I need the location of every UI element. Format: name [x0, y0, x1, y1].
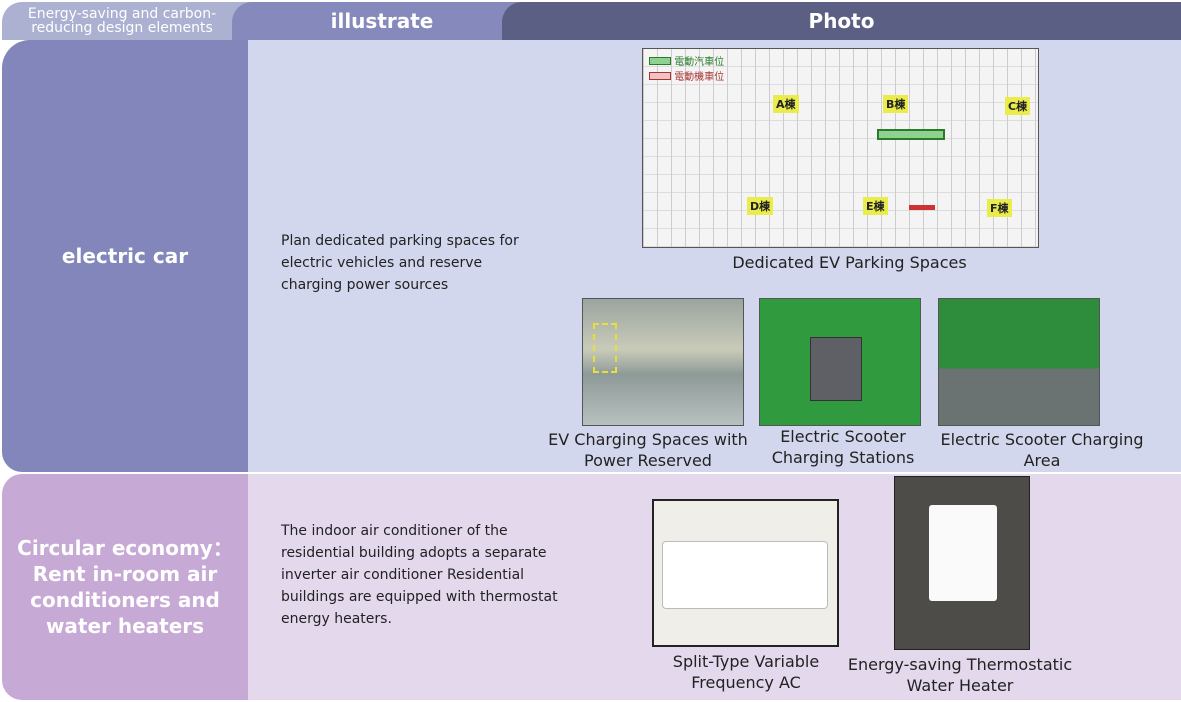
- caption-scooter-station: Electric Scooter Charging Stations: [771, 427, 915, 467]
- ev-scooter-area: [909, 205, 935, 210]
- row-description: Plan dedicated parking spaces for electr…: [281, 233, 519, 293]
- ev-car-area: [877, 129, 945, 140]
- ev-charging-photo: [582, 298, 744, 426]
- caption-ev-charging: EV Charging Spaces with Power Reserved: [548, 430, 748, 470]
- scooter-station-photo: [759, 298, 921, 426]
- caption-ev-parking: Dedicated EV Parking Spaces: [732, 253, 967, 272]
- ac-unit: [662, 541, 828, 609]
- water-heater-photo: [894, 476, 1030, 650]
- charging-box: [810, 337, 862, 401]
- reserved-power-marker: [593, 323, 617, 373]
- row-description: The indoor air conditioner of the reside…: [281, 523, 558, 627]
- legend-scooter: 電動機車位: [649, 68, 724, 83]
- plan-tag: C棟: [1005, 97, 1031, 115]
- plan-tag: D棟: [747, 197, 774, 215]
- header-illustrate: illustrate: [232, 2, 532, 40]
- row-title-circular-economy: Circular economy： Rent in-room air condi…: [2, 474, 248, 700]
- heater-unit: [929, 505, 997, 601]
- legend-car: 電動汽車位: [649, 53, 724, 68]
- header-elements: Energy-saving and carbon-reducing design…: [2, 2, 262, 40]
- ac-photo: [652, 499, 839, 647]
- scooter-area-photo: [938, 298, 1100, 426]
- caption-ac: Split-Type Variable Frequency AC: [672, 652, 820, 692]
- header-photo: Photo: [502, 2, 1181, 40]
- caption-scooter-area: Electric Scooter Charging Area: [940, 430, 1144, 470]
- plan-tag: F棟: [987, 199, 1012, 217]
- plan-tag: B棟: [883, 95, 909, 113]
- plan-tag: A棟: [773, 95, 799, 113]
- ev-parking-plan-image: 電動汽車位 電動機車位 A棟 B棟 C棟 D棟 E棟 F棟: [642, 48, 1039, 248]
- plan-tag: E棟: [863, 197, 888, 215]
- row-title-electric-car: electric car: [2, 40, 248, 472]
- caption-water-heater: Energy-saving Thermostatic Water Heater: [847, 655, 1073, 695]
